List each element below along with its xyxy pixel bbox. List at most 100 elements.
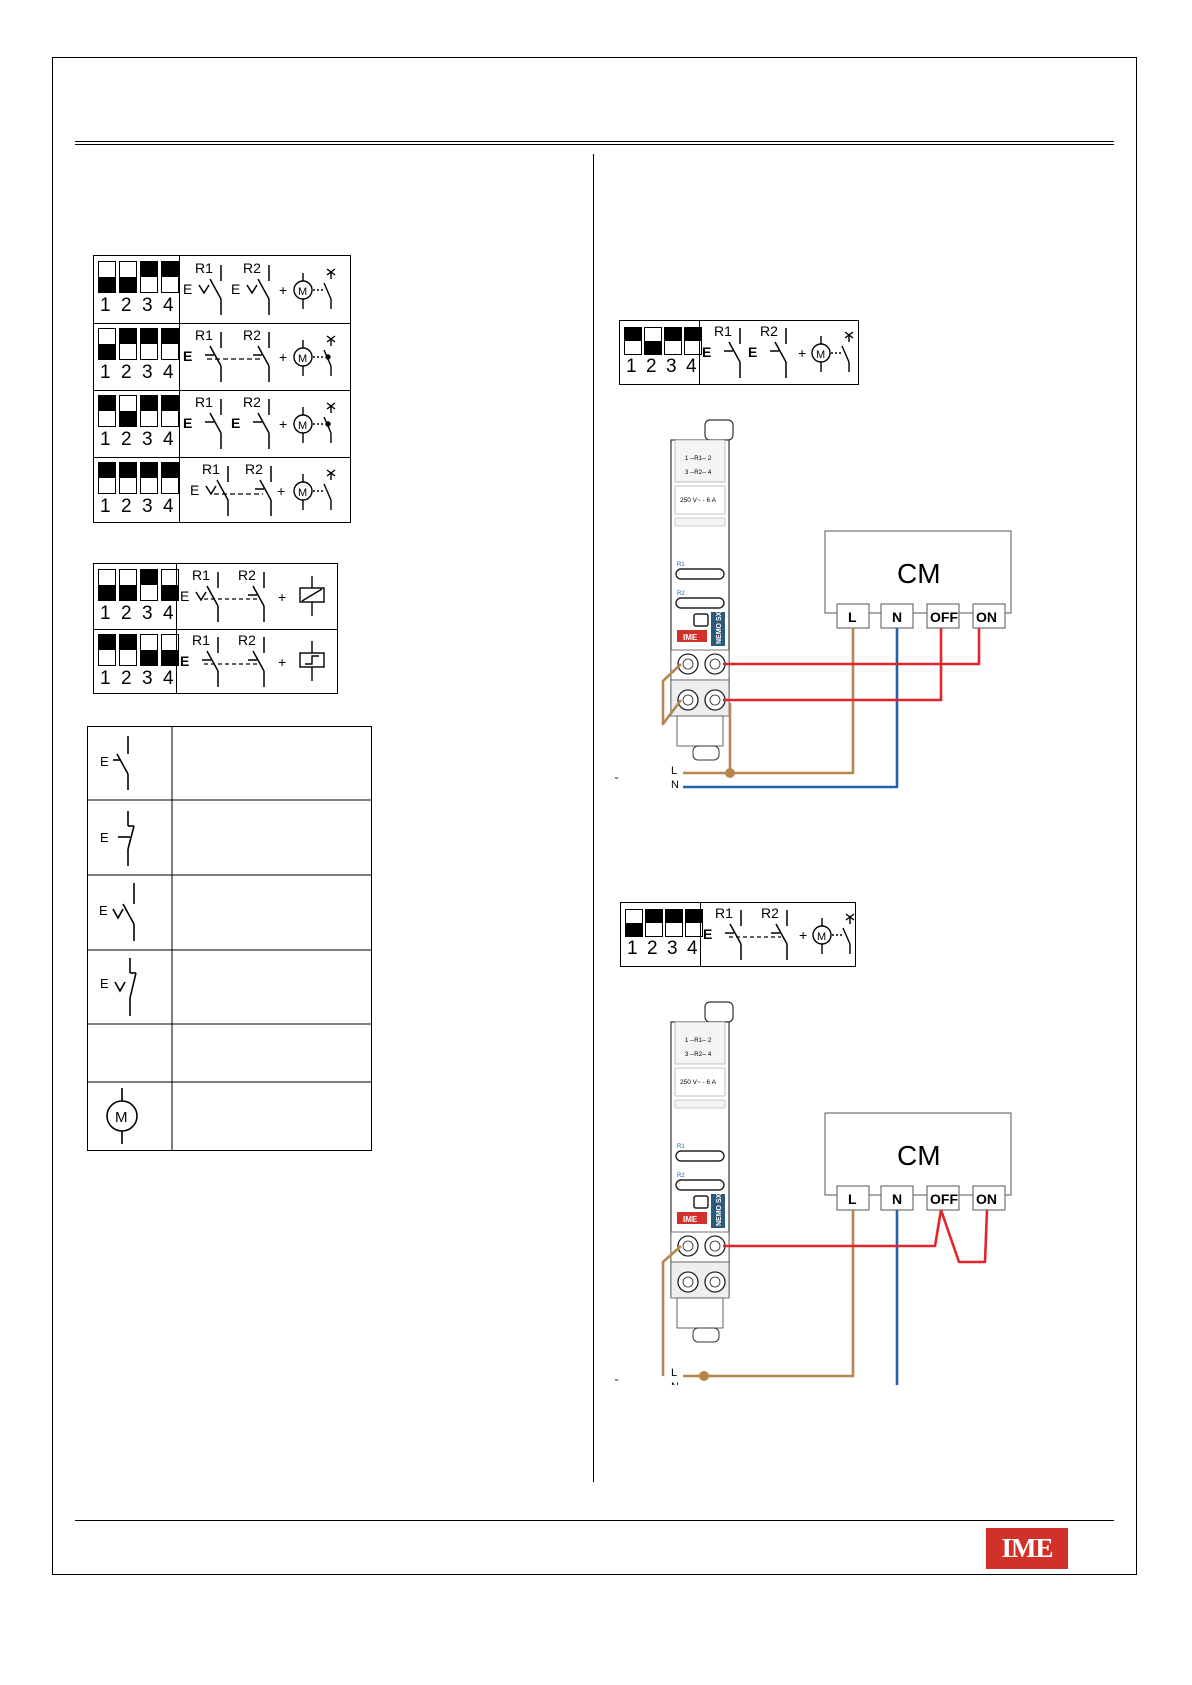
svg-text:E: E [100, 754, 109, 769]
page-frame [52, 57, 1137, 1575]
dip-number: 4 [163, 496, 174, 517]
relay-contact-r1 [205, 466, 229, 516]
contact-e-label: E [183, 281, 192, 297]
dip-switch-1 [624, 327, 642, 355]
column-divider [176, 564, 177, 693]
dip-number: 3 [666, 356, 677, 377]
device-terminal-map: 1 ─R1─ 2 [685, 1038, 712, 1044]
motor-label: M [298, 353, 307, 365]
cm-terminal-label: L [848, 609, 857, 625]
dip-number: 1 [100, 668, 111, 689]
dip-number: 2 [121, 362, 132, 383]
motor-icon [293, 335, 336, 376]
cm-terminal [926, 1185, 960, 1211]
header-rule-double [75, 144, 1114, 145]
relay-contact-r2 [771, 910, 788, 960]
relay-module [670, 1001, 734, 1343]
contact-label: R2 [238, 567, 256, 583]
delayed-closed-contact-icon: E [100, 958, 137, 1016]
dip-switch-3 [140, 395, 158, 427]
delayed-open-contact-icon: E [99, 883, 135, 941]
dip-switch-3 [140, 634, 158, 666]
contact-label: R2 [243, 394, 261, 410]
relay-contact-r1 [202, 637, 219, 687]
contact-label: R1 [192, 632, 210, 648]
contact-label: R1 [192, 567, 210, 583]
dip-switch-4 [684, 327, 702, 355]
contact-e-label: E [748, 344, 757, 360]
row-divider [94, 323, 350, 324]
row-divider [94, 457, 350, 458]
relay-contact-r2 [253, 332, 270, 382]
contact-e-label: E [180, 588, 189, 604]
column-divider [699, 321, 700, 384]
common-jumper [661, 663, 683, 726]
relay-contact-r2 [253, 399, 270, 449]
dip-switch-2 [119, 395, 137, 427]
dip-number: 4 [163, 295, 174, 316]
column-divider [700, 903, 701, 966]
on-wire [723, 628, 981, 666]
neutral-wire [895, 1210, 899, 1385]
dip-number: 3 [142, 496, 153, 517]
line-wire [683, 1210, 855, 1378]
dip-number: 4 [163, 429, 174, 450]
motor-icon [293, 469, 336, 510]
motor-icon [812, 913, 855, 954]
dip-switch-2 [645, 909, 663, 937]
motor-label: M [298, 487, 307, 499]
contact-label: R1 [202, 461, 220, 477]
dip-number: 1 [627, 938, 638, 959]
device-model: NEMO SX [716, 611, 723, 644]
control-module [824, 530, 1012, 629]
dip-number: 3 [142, 362, 153, 383]
motor-icon [293, 402, 336, 443]
supply-voltage-label: 230 V ~ [615, 771, 619, 785]
supply-neutral-label: N [671, 1381, 679, 1385]
motor-icon [811, 331, 854, 372]
plus-sign: + [279, 282, 287, 298]
cm-terminal [880, 1185, 914, 1211]
cm-terminal-label: L [848, 1191, 857, 1207]
dip-switch-4 [161, 395, 179, 427]
device-brand: IME [683, 633, 698, 642]
cm-terminal-label: OFF [930, 609, 958, 625]
motor-label: M [298, 286, 307, 298]
neutral-wire [683, 628, 899, 789]
normally-open-contact-icon: E [100, 736, 129, 790]
line-wire [683, 628, 855, 775]
dip-number: 3 [667, 938, 678, 959]
dip-switch-1 [98, 261, 116, 293]
cm-terminal-label: N [892, 609, 902, 625]
supply-voltage-label: 230 V ~ [615, 1373, 619, 1385]
footer-rule [75, 1520, 1114, 1521]
dip-number: 2 [121, 668, 132, 689]
contact-label: R1 [715, 905, 733, 921]
relay-contact-r1 [725, 910, 742, 960]
dip-switch-2 [119, 462, 137, 494]
dip-number: 2 [646, 356, 657, 377]
supply-neutral-label: N [671, 779, 679, 791]
dip-switch-1 [98, 395, 116, 427]
header-rule [75, 141, 1114, 142]
dip-number: 2 [121, 496, 132, 517]
device-rating: 250 V~ - 6 A [680, 497, 717, 504]
relay-contact-r1 [724, 328, 741, 378]
dip-number: 3 [142, 429, 153, 450]
contact-label: R2 [760, 323, 778, 339]
dip-switch-2 [119, 261, 137, 293]
dip-switch-1 [98, 328, 116, 360]
device-terminal-map: 3 ─R2─ 4 [685, 1052, 712, 1058]
plus-sign: + [798, 345, 806, 361]
cm-terminal [926, 603, 960, 629]
device-terminal-map: 1 ─R1─ 2 [685, 456, 712, 462]
contact-e-label: E [702, 344, 711, 360]
row-divider [94, 629, 337, 630]
dip-switch-3 [140, 328, 158, 360]
dip-switch-3 [664, 327, 682, 355]
